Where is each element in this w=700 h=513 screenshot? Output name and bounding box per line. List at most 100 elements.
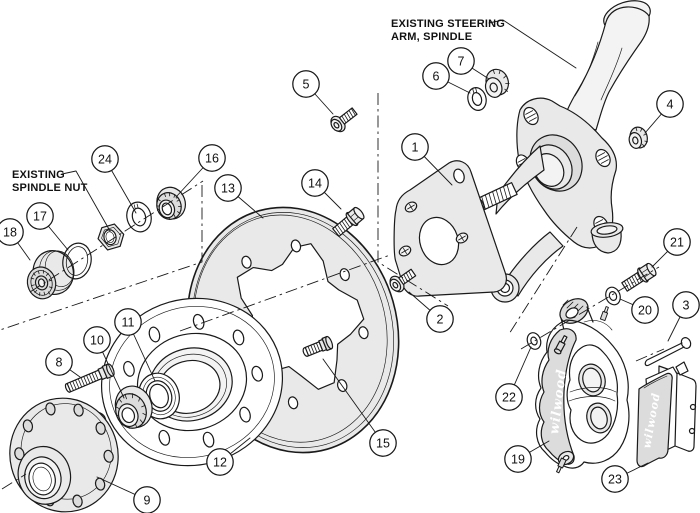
callout-8-number: 8 [56, 356, 63, 370]
callout-15-number: 15 [376, 437, 390, 451]
hub-axis [1, 473, 27, 490]
callout-17: 17 [26, 202, 69, 251]
ball-joint-boss [590, 222, 624, 254]
callout-10: 10 [83, 326, 125, 399]
inner-bearing [114, 385, 153, 429]
callout-13-number: 13 [221, 182, 235, 196]
plug-7 [484, 68, 510, 98]
callout-13: 13 [214, 174, 264, 219]
callout-11: 11 [114, 308, 156, 382]
hub [9, 397, 119, 513]
washer-22 [526, 332, 542, 350]
callout-1-circle [401, 133, 429, 161]
callout-20-circle [631, 296, 659, 324]
callout-19: 19 [504, 440, 550, 473]
bolt-14 [332, 206, 365, 237]
callout-5: 5 [292, 70, 334, 115]
callout-4-circle [656, 90, 684, 118]
callout-15-circle [369, 429, 397, 457]
o-ring [62, 242, 92, 280]
callout-5-circle [292, 70, 320, 98]
callout-16: 16 [175, 144, 226, 198]
callout-9-number: 9 [144, 494, 151, 508]
callout-16-circle [198, 144, 226, 172]
spindle-nut-label-leader [61, 170, 111, 232]
adapter-slots [123, 313, 264, 448]
callout-3: 3 [667, 291, 700, 342]
callout-14-circle [301, 169, 329, 197]
callout-17-number: 17 [33, 210, 47, 224]
callout-2: 2 [408, 291, 454, 333]
callout-12-number: 12 [213, 456, 227, 470]
callout-7-number: 7 [458, 55, 465, 69]
brake-caliper: wilwood [535, 298, 630, 474]
callout-16-number: 16 [205, 152, 219, 166]
callout-15: 15 [322, 358, 397, 457]
callout-24: 24 [91, 145, 137, 214]
caliper-bracket [393, 160, 507, 297]
bolt-2 [389, 268, 417, 293]
callout-4-number: 4 [667, 98, 674, 112]
callout-20: 20 [619, 296, 659, 324]
callout-8-circle [45, 348, 73, 376]
callout-8: 8 [45, 348, 81, 378]
centerlines [0, 93, 665, 490]
right-phantom-boundary [377, 93, 449, 307]
bracket-countersunk-screws [398, 201, 469, 257]
nut-group-axis [29, 180, 204, 293]
callout-4: 4 [644, 90, 684, 134]
washer-6 [467, 87, 487, 111]
callout-11-number: 11 [122, 316, 135, 330]
caliper-outboard-band [538, 328, 577, 465]
callout-6-number: 6 [433, 70, 440, 84]
washer-20 [605, 286, 621, 306]
left-phantom-boundary [0, 185, 203, 331]
brake-pads: wilwood [636, 361, 697, 468]
caliper-mount-axis [520, 266, 660, 350]
callout-3-circle [672, 291, 700, 319]
callout-24-number: 24 [98, 153, 112, 167]
rotor-stud [302, 335, 334, 357]
callout-7: 7 [447, 47, 490, 80]
callout-6-circle [422, 62, 450, 90]
callout-22-number: 22 [502, 391, 516, 405]
bolt-5 [330, 107, 358, 133]
spindle-nut [97, 223, 125, 251]
callout-2-number: 2 [437, 313, 444, 327]
caliper-body [535, 319, 630, 469]
callout-9: 9 [96, 476, 161, 513]
callout-23: 23 [601, 462, 649, 493]
pad-friction-face [636, 372, 673, 468]
plug-4 [628, 126, 648, 149]
callout-24-circle [91, 145, 119, 173]
callout-23-number: 23 [608, 473, 622, 487]
callout-6: 6 [422, 62, 471, 94]
callout-7-circle [447, 47, 475, 75]
callout-18: 18 [0, 218, 31, 261]
callout-14: 14 [301, 169, 342, 210]
callout-13-circle [214, 174, 242, 202]
cotter-pin [644, 337, 692, 367]
spindle-knuckle [475, 0, 651, 303]
callout-1: 1 [401, 133, 453, 186]
rotor-adapter [100, 297, 284, 467]
callout-21-number: 21 [670, 236, 684, 250]
callout-10-number: 10 [90, 334, 104, 348]
spindle-washer [126, 201, 152, 233]
callout-22-circle [495, 383, 523, 411]
callout-10-circle [83, 326, 111, 354]
callout-18-number: 18 [3, 226, 17, 240]
main-axis [179, 254, 391, 332]
callout-17-circle [26, 202, 54, 230]
callout-14-number: 14 [308, 177, 322, 191]
bleed-screw-inboard [599, 306, 609, 322]
callout-12-circle [206, 448, 234, 476]
callout-5-number: 5 [303, 78, 310, 92]
callout-9-circle [133, 486, 161, 513]
